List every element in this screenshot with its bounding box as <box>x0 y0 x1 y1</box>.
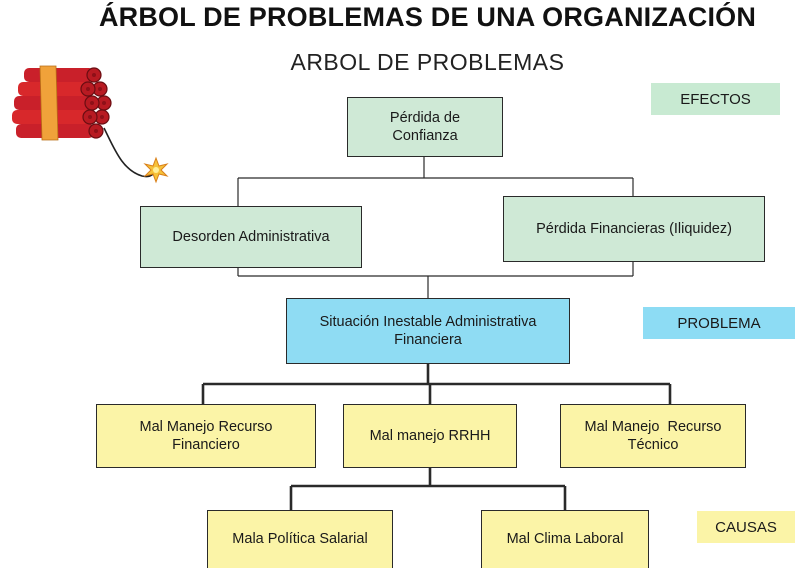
node-perdida-confianza-line1: Pérdida de <box>389 109 461 126</box>
node-mal-manejo-tecnico-line1: Mal Manejo Recurso <box>584 418 722 435</box>
diagram-title: ÁRBOL DE PROBLEMAS DE UNA ORGANIZACIÓN <box>98 2 757 32</box>
node-mal-manejo-rrhh: Mal manejo RRHH <box>343 404 517 468</box>
node-mal-manejo-financiero-line2: Financiero <box>172 437 240 453</box>
node-mala-politica-salarial-text: Mala Política Salarial <box>232 531 368 548</box>
node-mal-clima-laboral: Mal Clima Laboral <box>481 510 649 568</box>
diagram-subtitle: ARBOL DE PROBLEMAS <box>290 49 565 75</box>
node-situacion-inestable: Situación Inestable Administrativa Finan… <box>286 298 570 364</box>
node-situacion-line1: Situación Inestable Administrativa <box>319 313 537 330</box>
node-desorden-administrativa: Desorden Administrativa <box>140 206 362 268</box>
dynamite-fuse <box>103 127 157 178</box>
node-perdida-confianza-line2: Confianza <box>392 128 458 144</box>
node-mal-manejo-financiero-line1: Mal Manejo Recurso <box>139 418 273 435</box>
node-perdida-financieras: Pérdida Financieras (Iliquidez) <box>503 196 765 262</box>
dynamite-sticks <box>12 67 112 139</box>
node-perdida-confianza: Pérdida de Confianza <box>347 97 503 157</box>
label-causas: CAUSAS <box>697 511 795 543</box>
node-mal-manejo-tecnico: Mal Manejo Recurso Técnico <box>560 404 746 468</box>
node-desorden-administrativa-text: Desorden Administrativa <box>172 228 330 245</box>
node-mal-manejo-financiero: Mal Manejo Recurso Financiero <box>96 404 316 468</box>
label-problema: PROBLEMA <box>643 307 795 339</box>
spark-icon <box>143 156 169 184</box>
node-mal-clima-laboral-text: Mal Clima Laboral <box>506 531 624 548</box>
node-mal-manejo-rrhh-text: Mal manejo RRHH <box>369 427 491 444</box>
dynamite-icon <box>12 65 169 184</box>
dynamite-band <box>39 65 59 141</box>
node-mal-manejo-tecnico-line2: Técnico <box>627 437 679 453</box>
label-efectos: EFECTOS <box>651 83 780 115</box>
node-mala-politica-salarial: Mala Política Salarial <box>207 510 393 568</box>
node-situacion-line2: Financiera <box>394 332 462 348</box>
node-perdida-financieras-text: Pérdida Financieras (Iliquidez) <box>536 220 732 237</box>
